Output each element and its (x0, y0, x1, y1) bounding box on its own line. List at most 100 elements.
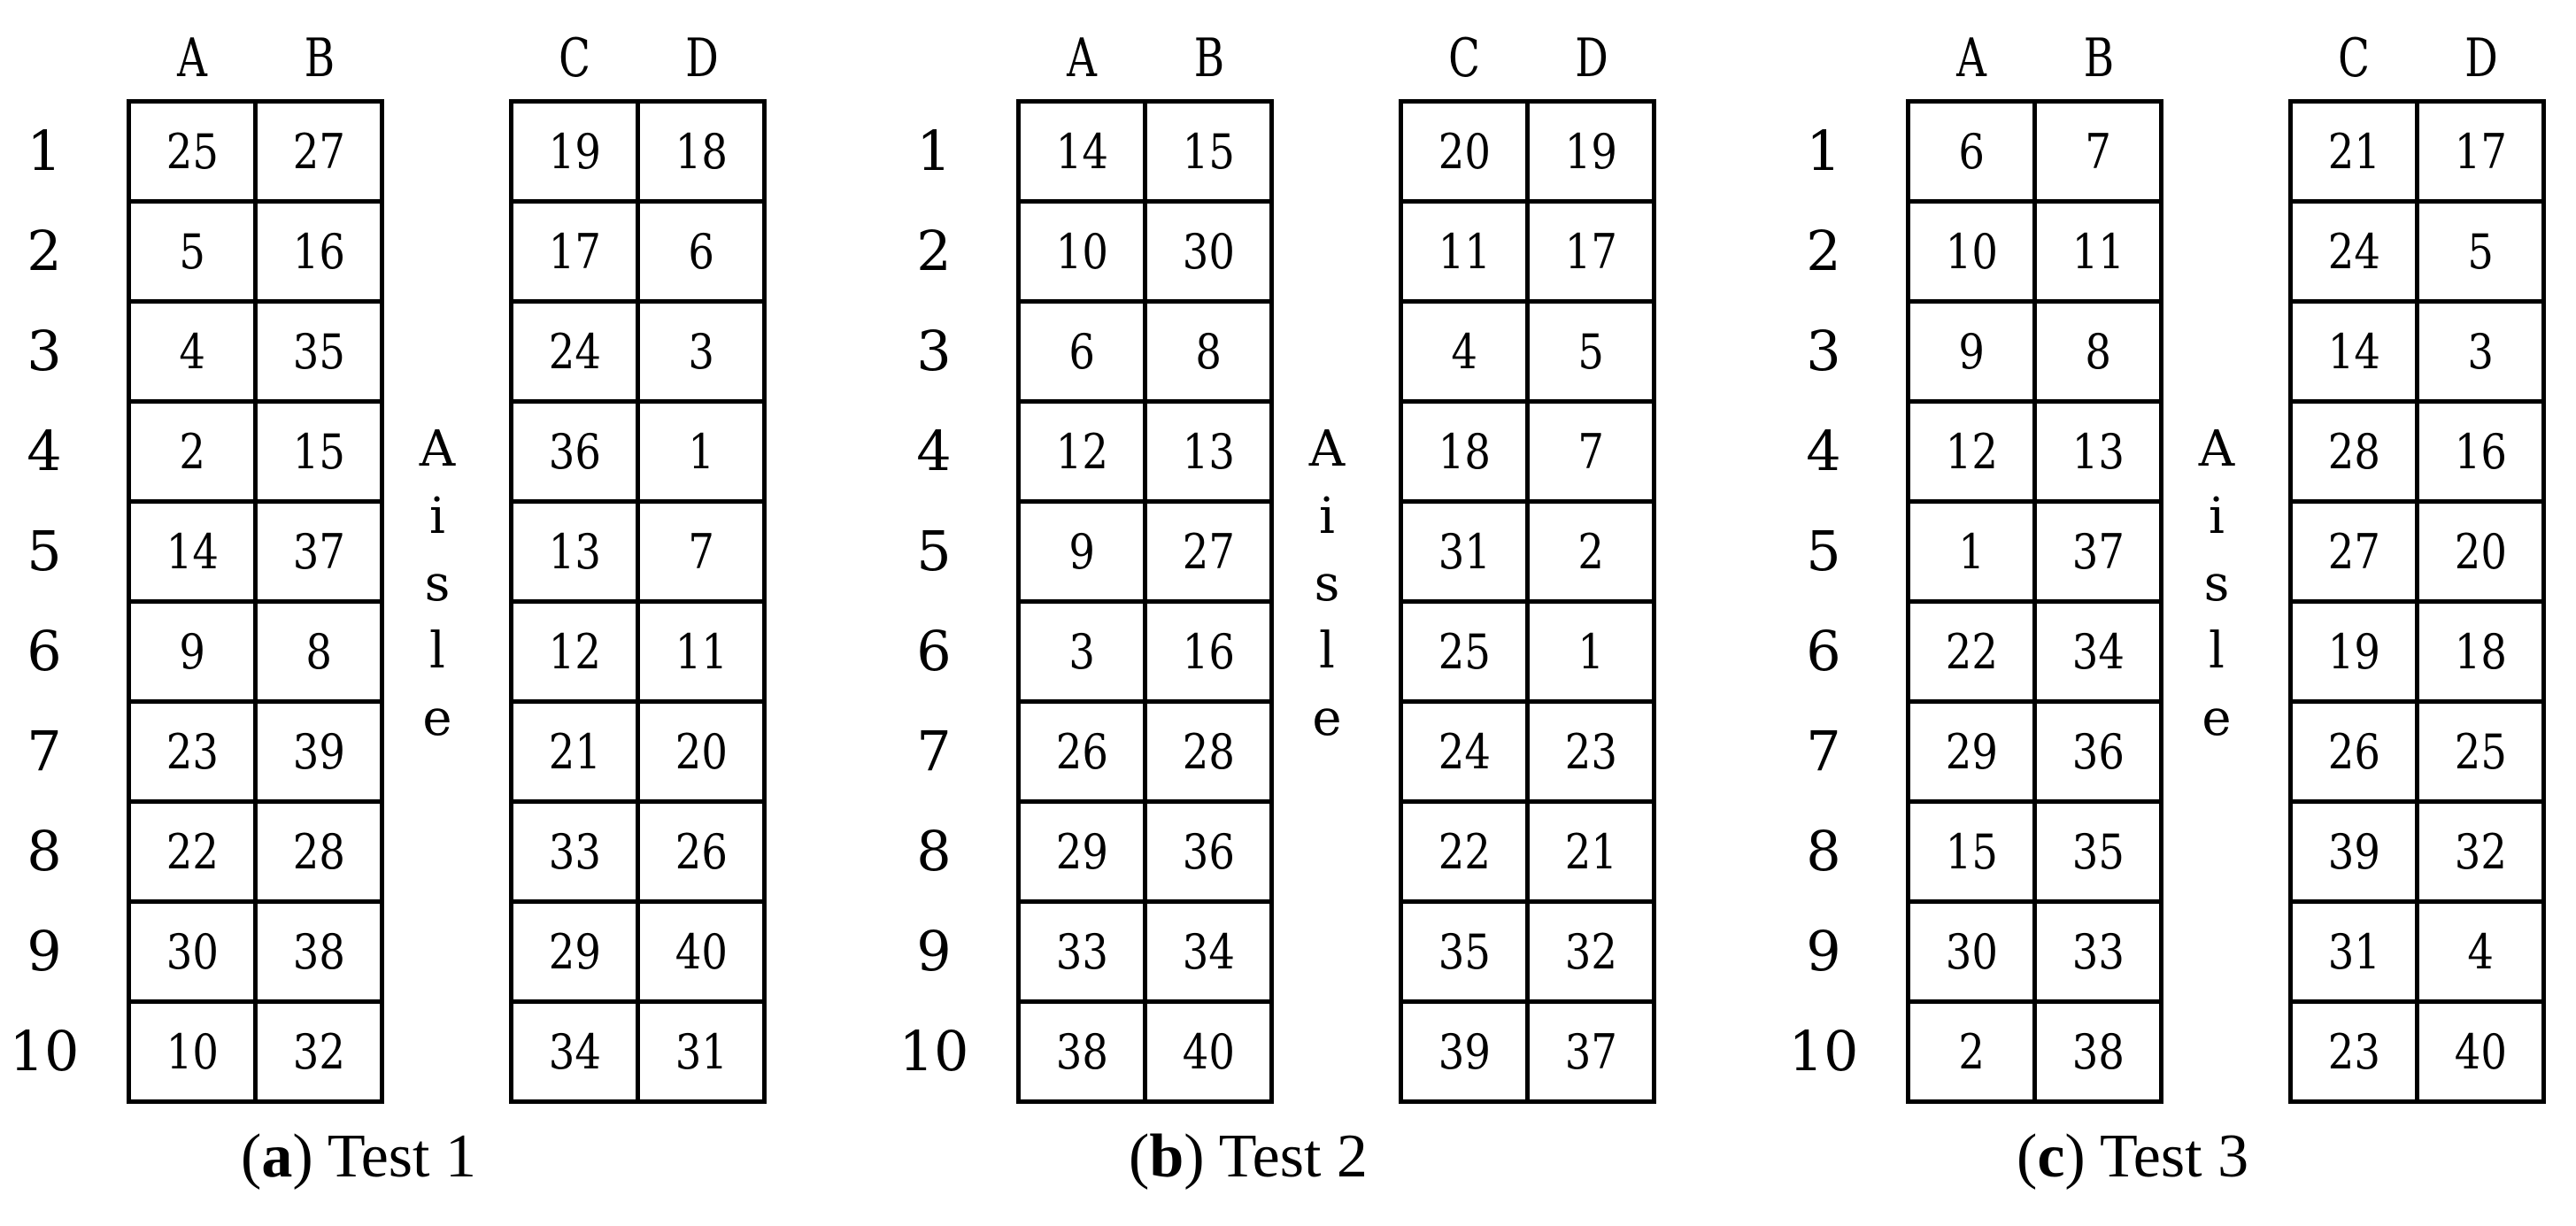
seat-number: 26 (1055, 723, 1108, 780)
seat-number: 36 (548, 423, 601, 480)
seat-cell: 17 (509, 199, 640, 304)
seat-number: 2 (1577, 523, 1604, 580)
row-label: 2 (27, 219, 62, 283)
row-label: 9 (1806, 919, 1841, 983)
seat-cell: 19 (1525, 99, 1656, 204)
seat-cell: 36 (509, 399, 640, 504)
seat-cell: 19 (2288, 599, 2419, 704)
seat-number: 26 (2327, 723, 2380, 780)
seat-cell: 27 (1143, 499, 1274, 604)
column-label-c: C (1448, 27, 1480, 89)
aisle-letter: A (1308, 420, 1346, 478)
seat-cell: 17 (2415, 99, 2546, 204)
seat-cell: 27 (253, 99, 384, 204)
seat-cell: 11 (2032, 199, 2163, 304)
seat-number: 22 (1945, 623, 1998, 680)
caption-paren: ) (2064, 1122, 2100, 1191)
seat-cell: 26 (1016, 699, 1147, 804)
seat-number: 20 (2454, 523, 2507, 580)
row-label: 5 (27, 519, 62, 583)
seat-number: 21 (1564, 823, 1617, 880)
seat-number: 3 (2467, 323, 2494, 380)
aisle-letter: l (1319, 622, 1335, 680)
seat-number: 4 (2467, 923, 2494, 980)
seat-number: 29 (548, 923, 601, 980)
seat-cell: 11 (1399, 199, 1530, 304)
seat-number: 11 (2071, 223, 2125, 280)
seat-number: 17 (548, 223, 601, 280)
seat-number: 31 (2327, 923, 2380, 980)
seat-cell: 4 (1399, 299, 1530, 404)
seat-number: 13 (1182, 423, 1235, 480)
seat-number: 4 (179, 323, 205, 380)
seat-number: 33 (2071, 923, 2125, 980)
seat-cell: 12 (1016, 399, 1147, 504)
seat-number: 18 (675, 123, 728, 180)
row-label: 5 (916, 519, 952, 583)
seat-number: 38 (2071, 1023, 2125, 1080)
seat-cell: 12 (1906, 399, 2037, 504)
seat-cell: 13 (1143, 399, 1274, 504)
seat-number: 9 (1068, 523, 1095, 580)
seat-cell: 14 (127, 499, 258, 604)
seat-cell: 10 (1906, 199, 2037, 304)
row-label: 8 (916, 819, 952, 883)
row-label: 6 (27, 619, 62, 683)
seat-number: 36 (1182, 823, 1235, 880)
seat-cell: 19 (509, 99, 640, 204)
row-label: 4 (27, 419, 62, 483)
seat-number: 37 (2071, 523, 2125, 580)
seat-number: 22 (1438, 823, 1491, 880)
column-label-d: D (1575, 27, 1608, 89)
column-label-a: A (1067, 27, 1097, 89)
seat-cell: 37 (253, 499, 384, 604)
seat-number: 15 (292, 423, 345, 480)
grid-row: 17 6 (509, 199, 767, 304)
seat-cell: 10 (127, 999, 258, 1104)
seat-number: 29 (1055, 823, 1108, 880)
seat-number: 38 (1055, 1023, 1108, 1080)
seat-cell: 10 (1016, 199, 1147, 304)
seat-number: 34 (548, 1023, 601, 1080)
seat-cell: 2 (127, 399, 258, 504)
row-label: 7 (1806, 719, 1841, 783)
seat-cell: 8 (1143, 299, 1274, 404)
seat-number: 40 (675, 923, 728, 980)
seat-cell: 2 (1906, 999, 2037, 1104)
aisle-letter: e (422, 690, 452, 747)
seat-number: 39 (292, 723, 345, 780)
seat-cell: 37 (2032, 499, 2163, 604)
grid-row: 2 15 (127, 399, 384, 504)
caption-paren: ( (2017, 1122, 2038, 1191)
seat-number: 3 (688, 323, 714, 380)
seat-cell: 20 (1399, 99, 1530, 204)
seat-cell: 39 (253, 699, 384, 804)
seat-number: 20 (1438, 123, 1491, 180)
seat-cell: 9 (1016, 499, 1147, 604)
row-label: 1 (916, 119, 952, 183)
seat-cell: 36 (1143, 799, 1274, 904)
seat-cell: 34 (1143, 899, 1274, 1004)
seat-number: 32 (1564, 923, 1617, 980)
seat-cell: 15 (1143, 99, 1274, 204)
seat-cell: 13 (2032, 399, 2163, 504)
seat-number: 6 (688, 223, 714, 280)
seat-cell: 7 (2032, 99, 2163, 204)
seat-number: 40 (2454, 1023, 2507, 1080)
row-label: 2 (916, 219, 952, 283)
seat-number: 8 (1195, 323, 1222, 380)
